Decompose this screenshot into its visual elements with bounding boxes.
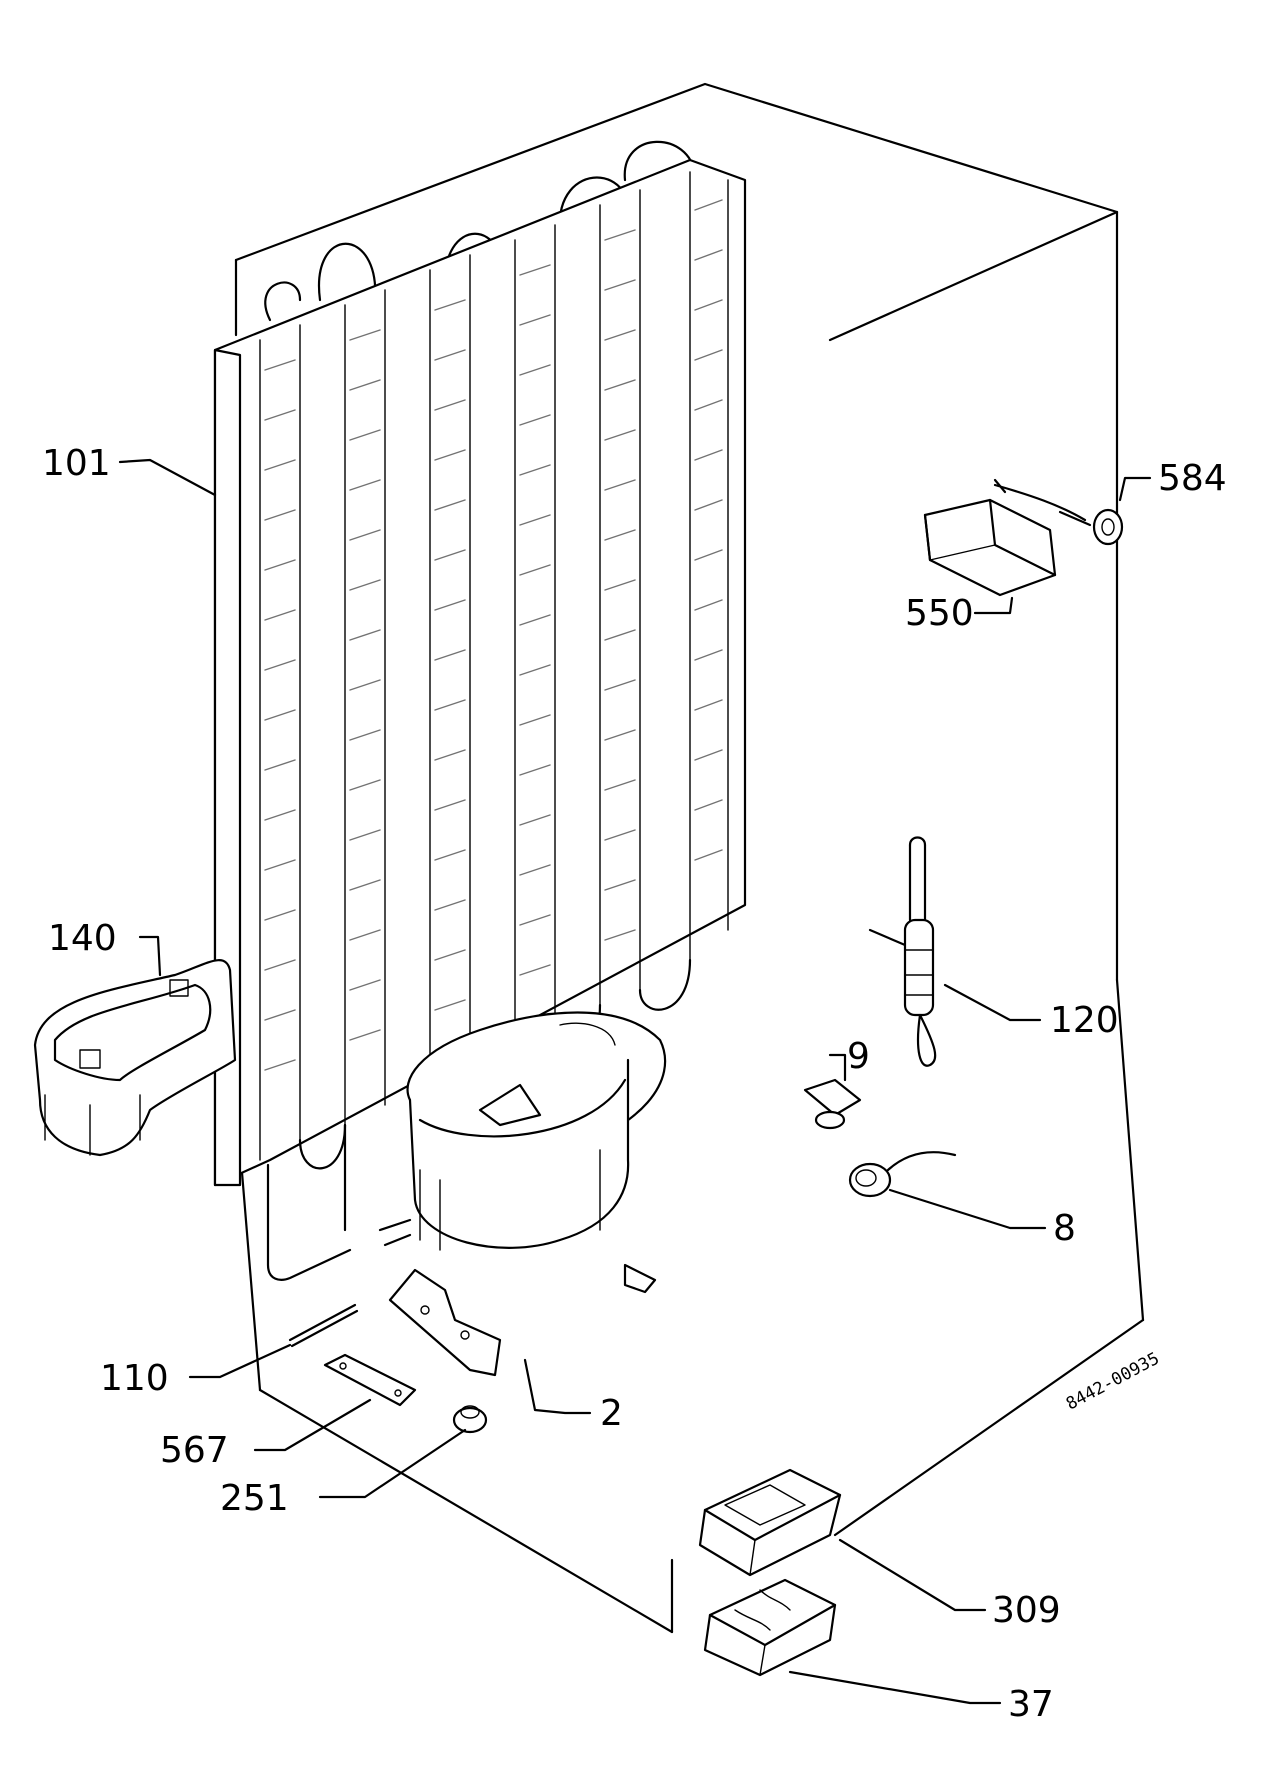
label-110: 110 [100,1358,169,1399]
label-37: 37 [1008,1684,1054,1725]
grommet-251 [452,1405,488,1434]
component-8 [848,1151,957,1198]
cover-309 [698,1468,842,1577]
label-567: 567 [160,1430,229,1471]
cable-584 [993,478,1124,546]
label-8: 8 [1053,1208,1076,1249]
relay-37 [703,1578,837,1677]
label-584: 584 [1158,458,1227,499]
bracket-550 [923,498,1057,597]
tube-110 [288,1303,359,1348]
label-140: 140 [48,918,117,959]
label-101: 101 [42,443,111,484]
label-2: 2 [600,1393,623,1434]
label-251: 251 [220,1478,289,1519]
condenser-101 [213,140,747,1281]
sensor-120 [868,836,937,1067]
leader-lines [118,458,1152,1705]
label-9: 9 [847,1036,870,1077]
label-120: 120 [1050,1000,1119,1041]
drawing-reference: 8442-00935 [1063,1349,1163,1415]
plate-567 [323,1353,417,1407]
label-309: 309 [992,1590,1061,1631]
compressor-2 [378,1011,667,1377]
label-550: 550 [905,593,974,634]
component-9 [803,1078,862,1130]
compressor-tray-140 [33,959,237,1157]
